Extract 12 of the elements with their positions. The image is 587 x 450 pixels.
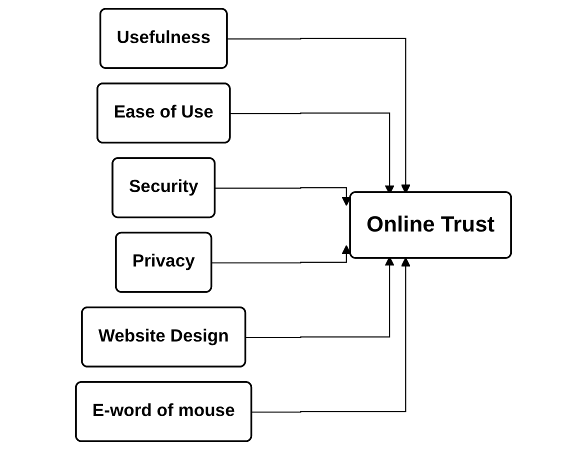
rounded-box: Online Trust [349, 191, 512, 259]
arrow [227, 38, 411, 194]
rounded-box: Website Design [81, 306, 246, 368]
rounded-box: Security [112, 157, 216, 218]
arrow [246, 256, 394, 338]
rounded-box: E-word of mouse [75, 381, 252, 442]
arrow [252, 257, 410, 413]
arrow [212, 245, 352, 264]
rounded-box: Usefulness [99, 8, 228, 69]
rounded-box: Privacy [115, 232, 212, 293]
arrow [215, 187, 352, 206]
rounded-box: Ease of Use [96, 82, 231, 144]
